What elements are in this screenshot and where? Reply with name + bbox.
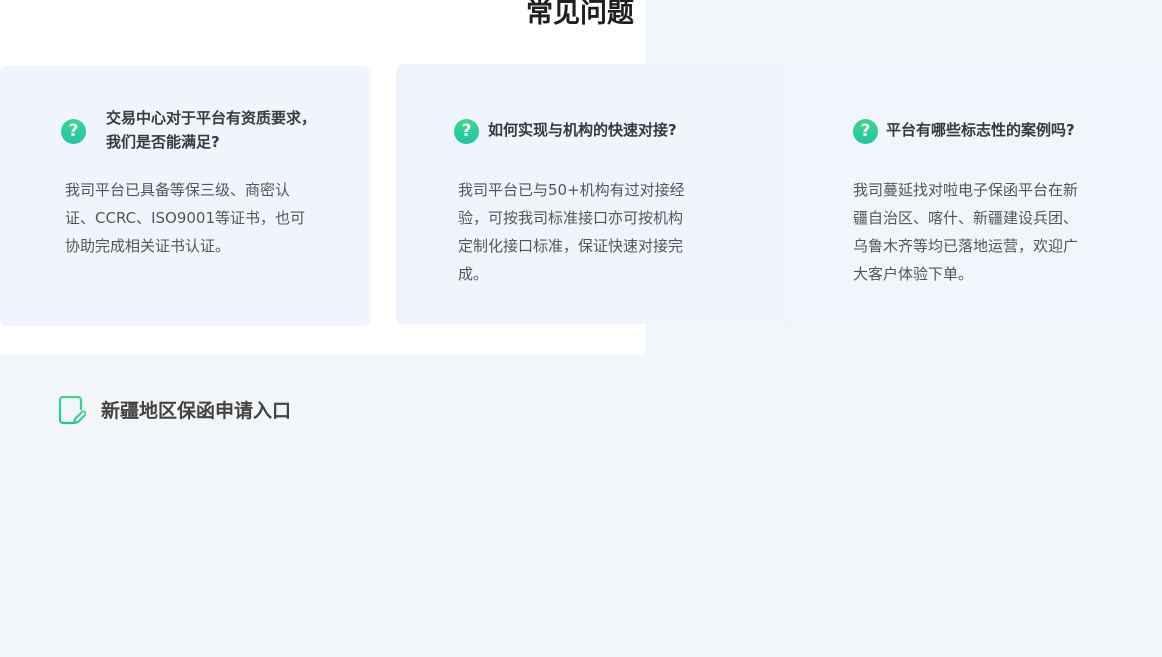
faq-answer-line: 验，可按我司标准接口亦可按机构 [458,209,684,227]
question-icon: ? [853,119,878,144]
faq-card-1: ? 交易中心对于平台有资质要求， 我们是否能满足? 我司平台已具备等保三级、商密… [0,66,370,326]
faq-answer-line: 乌鲁木齐等均已落地运营，欢迎广 [853,237,1079,255]
faq-answer-line: 我司平台已与50+机构有过对接经 [458,181,685,199]
faq-answer: 我司平台已与50+机构有过对接经 验，可按我司标准接口亦可按机构 定制化接口标准… [458,176,685,288]
faq-question-line: 交易中心对于平台有资质要求， [106,109,317,127]
faq-section-title: 常见问题 [526,0,634,29]
faq-answer-line: 疆自治区、喀什、新疆建设兵团、 [853,209,1079,227]
faq-answer: 我司平台已具备等保三级、商密认 证、CCRC、ISO9001等证书，也可 协助完… [65,176,305,260]
faq-answer-line: 我司平台已具备等保三级、商密认 [65,181,291,199]
faq-answer-line: 定制化接口标准，保证快速对接完 [458,237,684,255]
faq-card-2: ? 如何实现与机构的快速对接? 我司平台已与50+机构有过对接经 验，可按我司标… [396,64,790,324]
question-icon: ? [454,119,479,144]
application-entry-title: 新疆地区保函申请入口 [101,400,292,422]
faq-answer-line: 大客户体验下单。 [853,265,974,283]
edit-document-icon [58,395,87,426]
faq-answer: 我司蔓延找对啦电子保函平台在新 疆自治区、喀什、新疆建设兵团、 乌鲁木齐等均已落… [853,176,1078,288]
faq-answer-line: 协助完成相关证书认证。 [65,237,231,255]
faq-question: 交易中心对于平台有资质要求， 我们是否能满足? [106,106,316,154]
faq-question-line: 我们是否能满足? [106,133,220,151]
faq-question-line: 平台有哪些标志性的案例吗? [886,121,1075,139]
faq-answer-line: 成。 [458,265,489,283]
application-entry-header: 新疆地区保函申请入口 [58,395,292,426]
faq-answer-line: 我司蔓延找对啦电子保函平台在新 [853,181,1079,199]
question-icon: ? [61,119,86,144]
faq-question-line: 如何实现与机构的快速对接? [488,121,677,139]
faq-question: 平台有哪些标志性的案例吗? [886,118,1075,142]
faq-question: 如何实现与机构的快速对接? [488,118,677,142]
faq-answer-line: 证、CCRC、ISO9001等证书，也可 [65,209,306,227]
faq-card-3: ? 平台有哪些标志性的案例吗? 我司蔓延找对啦电子保函平台在新 疆自治区、喀什、… [790,64,1162,324]
